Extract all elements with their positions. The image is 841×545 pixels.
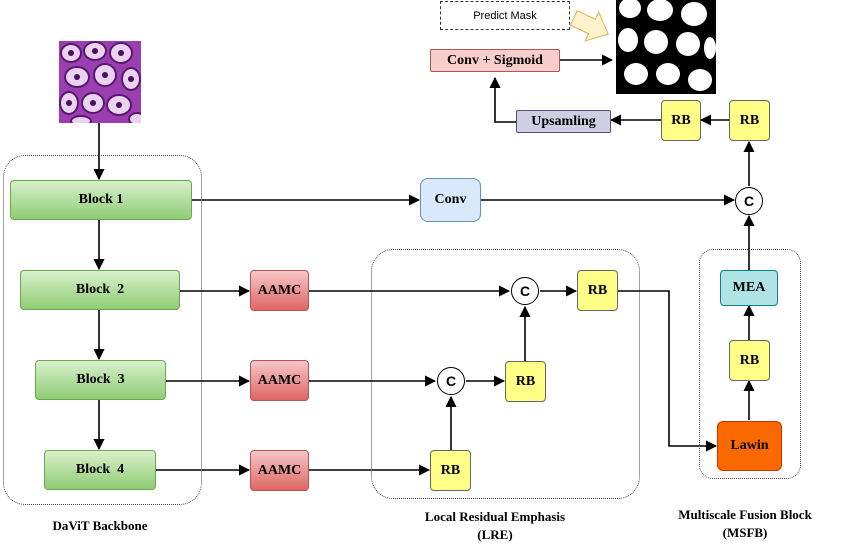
davit-backbone-group (3, 155, 202, 505)
aamc-2-label: AAMC (257, 282, 302, 298)
block-1: Block 1 (10, 180, 192, 220)
concat-lre-lower: C (437, 367, 465, 395)
rb-head-left-label: RB (671, 112, 691, 128)
rb-lre-bottom: RB (430, 450, 471, 491)
mea-label: MEA (732, 280, 766, 295)
lre-group (371, 249, 640, 499)
aamc-3-label: AAMC (257, 372, 302, 388)
conv-sigmoid-block: Conv + Sigmoid (430, 49, 560, 72)
rb-lre-top: RB (577, 270, 618, 311)
concat-lre-lower-label: C (445, 373, 457, 389)
predict-mask-note: Predict Mask (440, 1, 570, 30)
rb-lre-middle-label: RB (515, 373, 536, 389)
arrow-lre-to-lawin (618, 290, 718, 452)
rb-msfb: RB (729, 340, 770, 381)
rb-head-right: RB (729, 100, 770, 141)
lre-caption-line1: Local Residual Emphasis (424, 509, 566, 524)
upsampling-label: Upsamling (531, 113, 596, 129)
aamc-module-4: AAMC (250, 450, 309, 491)
backbone-caption: DaViT Backbone (20, 517, 180, 535)
aamc-module-3: AAMC (250, 360, 309, 401)
lre-caption-line2: (LRE) (477, 527, 513, 542)
lawin-block: Lawin (717, 421, 782, 471)
lawin-label: Lawin (730, 438, 769, 453)
rb-lre-top-label: RB (587, 282, 608, 298)
rb-msfb-label: RB (739, 352, 760, 368)
input-tissue-image (59, 41, 141, 123)
note-pointer-arrow (569, 10, 609, 42)
block-2: Block 2 (20, 270, 180, 310)
aamc-4-label: AAMC (257, 462, 302, 478)
rb-lre-bottom-label: RB (440, 462, 461, 478)
concat-lre-upper: C (511, 277, 539, 305)
upsampling-block: Upsamling (516, 110, 611, 133)
backbone-caption-text: DaViT Backbone (52, 518, 148, 533)
concat-lre-upper-label: C (519, 283, 531, 299)
block-2-label: Block 2 (75, 282, 125, 297)
conv-label: Conv (434, 192, 467, 207)
rb-lre-middle: RB (505, 361, 546, 402)
predicted-mask-image (616, 0, 716, 94)
rb-head-left: RB (661, 100, 701, 141)
msfb-caption-line1: Multiscale Fusion Block (678, 507, 812, 522)
lre-caption: Local Residual Emphasis (LRE) (390, 508, 600, 544)
block-3: Block 3 (35, 360, 166, 400)
msfb-caption-line2: (MSFB) (722, 525, 768, 540)
aamc-module-2: AAMC (250, 270, 309, 311)
predict-mask-note-label: Predict Mask (473, 9, 537, 22)
conv-block: Conv (420, 178, 481, 222)
arrow-upsampling-to-conv-sigmoid (489, 76, 516, 123)
block-3-label: Block 3 (76, 372, 125, 387)
mea-block: MEA (720, 270, 778, 306)
concat-fusion: C (735, 187, 763, 215)
block-4-label: Block 4 (75, 462, 125, 477)
block-1-label: Block 1 (78, 192, 124, 207)
block-4: Block 4 (44, 450, 156, 490)
concat-fusion-label: C (743, 193, 755, 209)
rb-head-right-label: RB (739, 112, 760, 128)
conv-sigmoid-label: Conv + Sigmoid (447, 52, 543, 68)
msfb-group (699, 249, 801, 479)
msfb-caption: Multiscale Fusion Block (MSFB) (655, 506, 835, 542)
